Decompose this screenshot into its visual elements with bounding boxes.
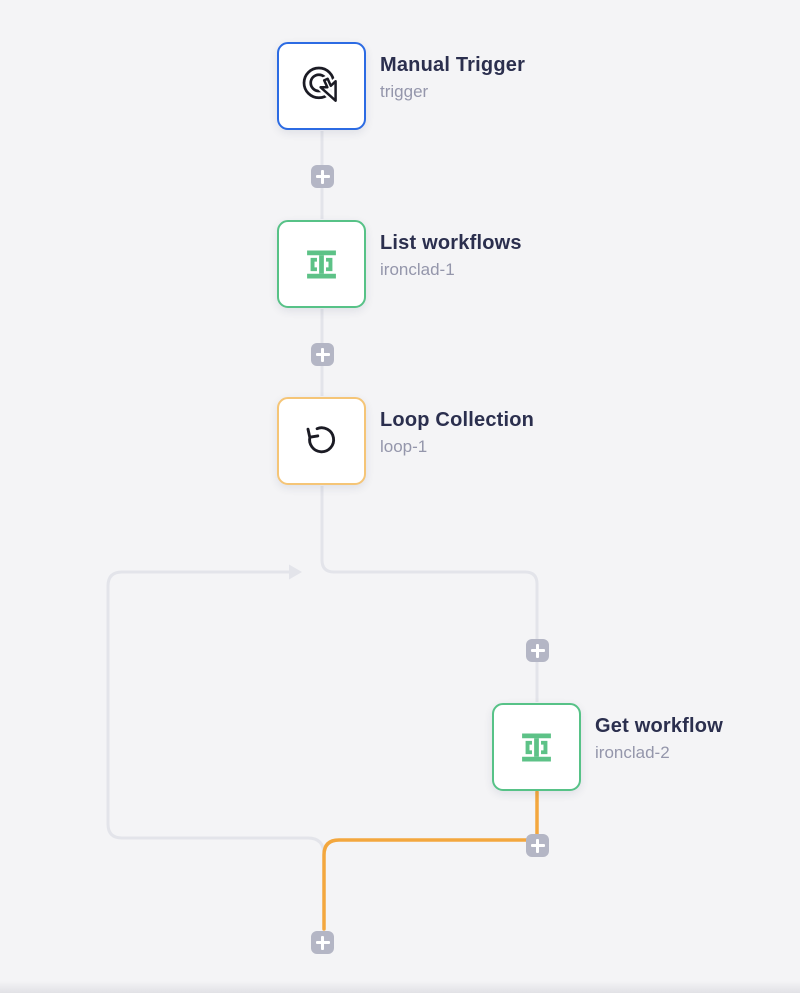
add-step-button[interactable] bbox=[526, 834, 549, 857]
node-title: Loop Collection bbox=[380, 409, 535, 431]
edge-loop-to-getworkflow bbox=[320, 486, 539, 702]
node-subtitle: loop-1 bbox=[380, 437, 428, 456]
loop-return-arrowhead bbox=[289, 564, 302, 580]
manual-trigger-box[interactable] bbox=[277, 42, 366, 130]
edge-loop-return bbox=[106, 570, 326, 856]
node-label: Get workflow ironclad-2 bbox=[595, 715, 723, 763]
node-title: List workflows bbox=[380, 232, 522, 254]
node-subtitle: ironclad-2 bbox=[595, 743, 670, 762]
manual-trigger-icon bbox=[302, 66, 339, 105]
add-step-button[interactable] bbox=[311, 165, 334, 188]
plus-icon bbox=[311, 165, 334, 188]
plus-icon bbox=[526, 834, 549, 857]
ironclad-icon bbox=[522, 733, 551, 761]
add-step-button[interactable] bbox=[311, 931, 334, 954]
list-workflows-box[interactable] bbox=[277, 220, 366, 308]
add-step-button[interactable] bbox=[526, 639, 549, 662]
node-label: Loop Collection loop-1 bbox=[380, 409, 534, 457]
add-step-button[interactable] bbox=[311, 343, 334, 366]
node-subtitle: ironclad-1 bbox=[380, 260, 455, 279]
node-title: Get workflow bbox=[595, 715, 723, 737]
edge-getworkflow-exit bbox=[322, 790, 539, 931]
loop-icon bbox=[306, 426, 335, 454]
node-label: List workflows ironclad-1 bbox=[380, 232, 522, 280]
node-loop-collection: Loop Collection loop-1 bbox=[277, 397, 534, 485]
node-label: Manual Trigger trigger bbox=[380, 54, 525, 102]
plus-icon bbox=[311, 931, 334, 954]
node-subtitle: trigger bbox=[380, 82, 429, 101]
node-title: Manual Trigger bbox=[380, 54, 526, 76]
get-workflow-box[interactable] bbox=[492, 703, 581, 791]
node-list-workflows: List workflows ironclad-1 bbox=[277, 220, 522, 308]
node-manual-trigger: Manual Trigger trigger bbox=[277, 42, 525, 130]
ironclad-icon bbox=[307, 250, 336, 278]
node-get-workflow: Get workflow ironclad-2 bbox=[492, 703, 723, 791]
plus-icon bbox=[311, 343, 334, 366]
plus-icon bbox=[526, 639, 549, 662]
loop-collection-box[interactable] bbox=[277, 397, 366, 485]
